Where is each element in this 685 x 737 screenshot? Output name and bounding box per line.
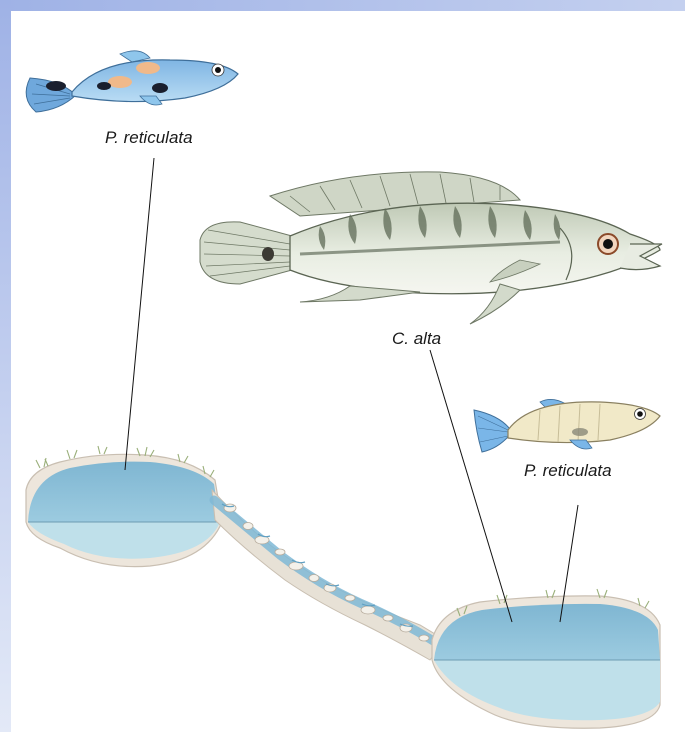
middle-fish-label: C. alta [392, 329, 441, 349]
top-frame-bar [0, 0, 685, 11]
left-pond [26, 446, 222, 567]
pale-guppy-body [508, 402, 660, 443]
left-frame-bar [0, 0, 11, 732]
stream-bed [212, 490, 445, 660]
pale-guppy-icon [474, 399, 660, 452]
stream-water [214, 500, 440, 645]
blue-guppy-icon [26, 51, 238, 112]
right-fish-label: P. reticulata [524, 461, 612, 481]
pike-cichlid-icon [200, 172, 662, 324]
right-pond-lower-water [434, 660, 660, 720]
pale-guppy-spot [572, 428, 588, 436]
cichlid-tail-spot [262, 247, 274, 261]
top-fish-pointer [125, 158, 154, 470]
connecting-stream [212, 490, 445, 660]
blue-guppy-tail-spot [46, 81, 66, 91]
top-fish-label: P. reticulata [105, 128, 193, 148]
stream-ripples [222, 504, 413, 626]
blue-guppy-orange-spot [136, 62, 160, 74]
right-pond [432, 589, 660, 728]
pale-guppy-tail [474, 410, 512, 452]
middle-fish-pointer [430, 350, 512, 622]
blue-guppy-black-spot [97, 82, 111, 90]
